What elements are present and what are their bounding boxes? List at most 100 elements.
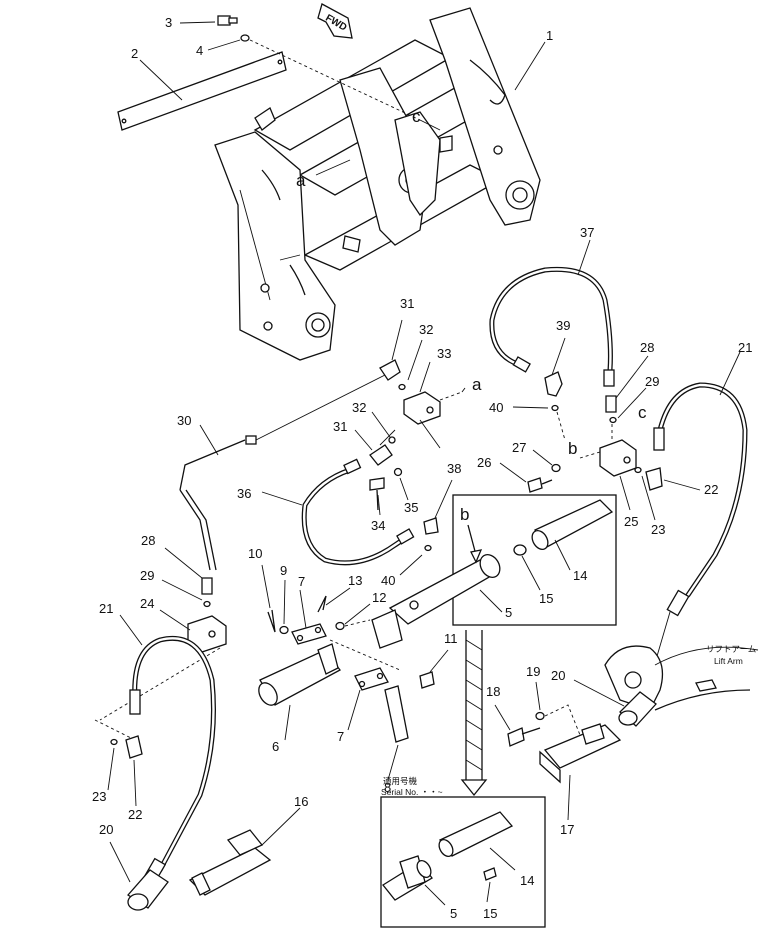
detail-box-top — [452, 494, 617, 626]
callout-40-low: 40 — [381, 573, 395, 588]
callout-31-low: 31 — [333, 419, 347, 434]
callout-33: 33 — [437, 346, 451, 361]
sensor-20-left — [127, 869, 169, 911]
callout-22-right: 22 — [704, 482, 718, 497]
ref-letter-a-fitting: a — [472, 375, 482, 394]
pipe-30-nut — [245, 435, 257, 445]
callout-7-top: 7 — [298, 574, 305, 589]
ref-letter-b-fitting: b — [568, 439, 577, 458]
block-33 — [403, 391, 441, 425]
callout-30: 30 — [177, 413, 191, 428]
elbow-38 — [423, 517, 439, 535]
callout-23-right: 23 — [651, 522, 665, 537]
bracket-17 — [539, 723, 622, 784]
callout-19: 19 — [526, 664, 540, 679]
callout-37: 37 — [580, 225, 594, 240]
callout-2: 2 — [131, 46, 138, 61]
callout-32-low: 32 — [352, 400, 366, 415]
cover-plate — [117, 51, 287, 131]
ref-letter-c-frame: c — [412, 107, 421, 126]
callout-20-right: 20 — [551, 668, 565, 683]
callout-5-top: 5 — [505, 605, 512, 620]
pin-6 — [258, 643, 341, 706]
sensor-20-right — [618, 691, 657, 727]
callout-5-serial: 5 — [450, 906, 457, 921]
elbow-39 — [544, 371, 563, 397]
callout-4: 4 — [196, 43, 203, 58]
cylinder-5 — [371, 554, 501, 649]
washer-4 — [240, 34, 250, 42]
bracket-frame — [214, 7, 541, 361]
serial-label-jp: 適用号機 — [383, 776, 418, 786]
callout-11: 11 — [444, 631, 458, 646]
callout-14-top: 14 — [573, 568, 587, 583]
callout-28-right: 28 — [640, 340, 654, 355]
callout-22-left: 22 — [128, 807, 142, 822]
callout-9: 9 — [280, 563, 287, 578]
ref-letter-a-frame: a — [296, 171, 306, 190]
callout-29-right: 29 — [645, 374, 659, 389]
callout-1: 1 — [546, 28, 553, 43]
lift-arm-label-jp: リフトアーム — [706, 644, 756, 654]
callout-20-left: 20 — [99, 822, 113, 837]
callout-21-right: 21 — [738, 340, 752, 355]
bolt-26 — [527, 477, 543, 493]
washer-35 — [393, 467, 403, 477]
bolt-18 — [507, 727, 525, 747]
callout-39: 39 — [556, 318, 570, 333]
callout-25: 25 — [624, 514, 638, 529]
fwd-arrow: FWD — [317, 3, 353, 39]
ref-letter-c-fitting: c — [638, 403, 647, 422]
rod-14-serial — [438, 811, 514, 858]
callout-24: 24 — [140, 596, 154, 611]
bolt-8 — [384, 685, 409, 743]
pin-10 — [267, 609, 276, 633]
elbow-22-left — [125, 735, 143, 759]
callout-29-left: 29 — [140, 568, 154, 583]
pin-15-serial — [483, 867, 497, 881]
lift-arm-label-en: Lift Arm — [714, 656, 743, 666]
washer-12 — [335, 621, 345, 631]
callout-26: 26 — [477, 455, 491, 470]
callout-35: 35 — [404, 500, 418, 515]
callout-10: 10 — [248, 546, 262, 561]
callout-28-left: 28 — [141, 533, 155, 548]
callout-7-bottom: 7 — [337, 729, 344, 744]
connector-arrow — [460, 630, 488, 797]
callout-32-top: 32 — [419, 322, 433, 337]
elbow-22 — [645, 467, 663, 491]
callout-12: 12 — [372, 590, 386, 605]
cylinder-5-serial — [382, 855, 433, 901]
callout-15-serial: 15 — [483, 906, 497, 921]
callout-6: 6 — [272, 739, 279, 754]
bracket-16 — [188, 829, 272, 896]
callout-14-serial: 14 — [520, 873, 534, 888]
callout-21-left: 21 — [99, 601, 113, 616]
plate-7-top — [291, 623, 327, 645]
washer-19 — [535, 711, 545, 721]
callout-38: 38 — [447, 461, 461, 476]
bolt-11 — [419, 671, 435, 689]
rod-14-top — [531, 499, 614, 550]
washer-9 — [279, 625, 289, 635]
oring-40 — [424, 544, 432, 552]
hose-37 — [489, 266, 615, 387]
detail-box-serial — [380, 796, 546, 928]
callout-16: 16 — [294, 794, 308, 809]
elbow-31 — [379, 359, 401, 381]
washer-15-top — [513, 544, 527, 556]
serial-label-en: Serial No. ・・~ — [381, 787, 443, 797]
callout-13: 13 — [348, 573, 362, 588]
plate-7-bottom — [354, 667, 389, 691]
callout-3: 3 — [165, 15, 172, 30]
hose-21-left — [129, 635, 216, 887]
hose-21-right — [653, 382, 748, 617]
callout-31-top: 31 — [400, 296, 414, 311]
washer-27 — [551, 463, 561, 473]
lift-arm — [604, 645, 759, 711]
callout-27: 27 — [512, 440, 526, 455]
ref-letter-b-cylinder: b — [460, 505, 469, 524]
bolt-3 — [217, 15, 238, 26]
callout-36: 36 — [237, 486, 251, 501]
